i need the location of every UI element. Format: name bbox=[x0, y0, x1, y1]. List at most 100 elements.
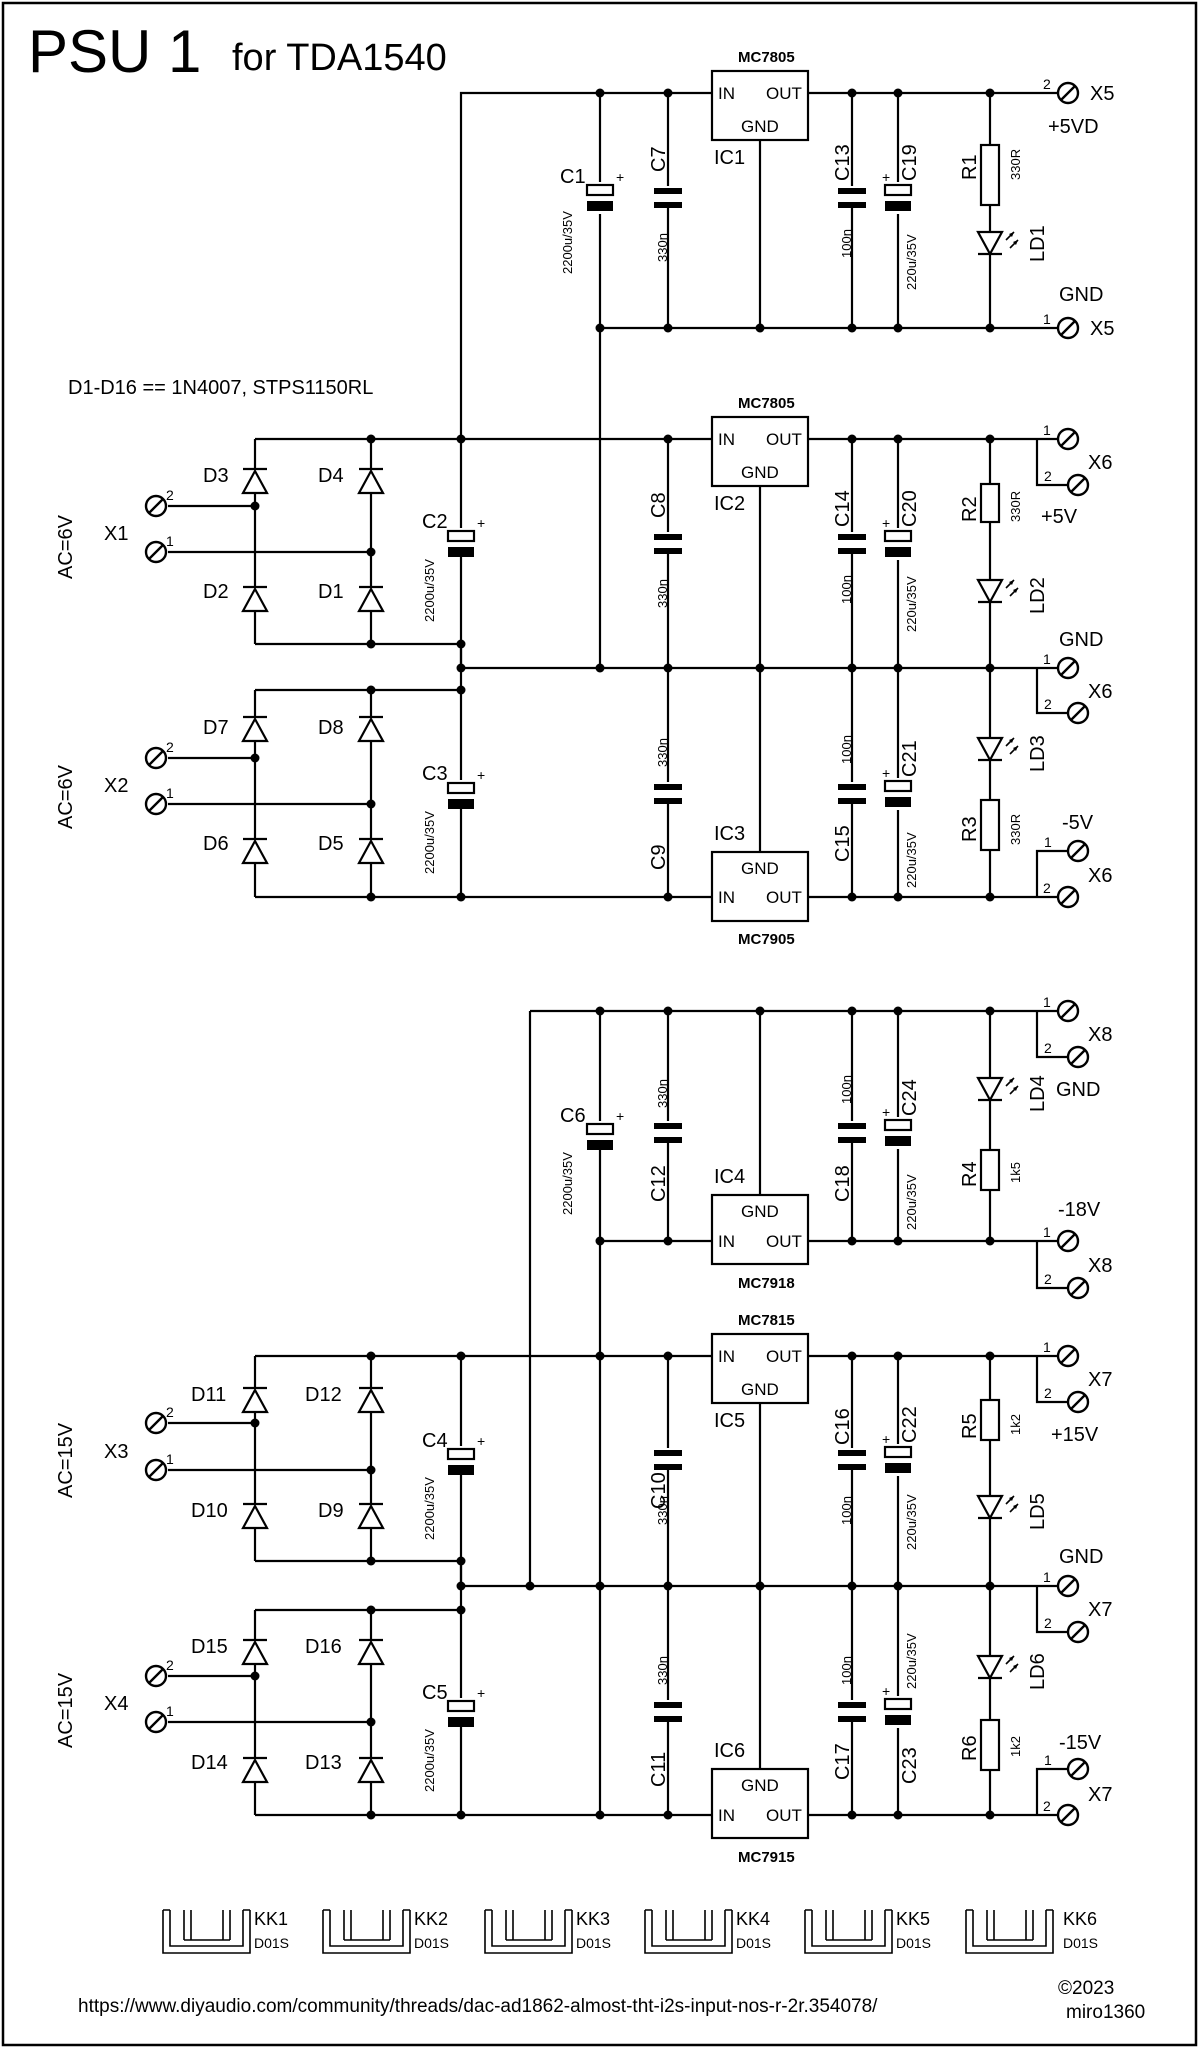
led-ref: LD3 bbox=[1027, 735, 1049, 772]
capacitor-ref: C6 bbox=[560, 1105, 586, 1127]
ac-voltage-label: AC=15V bbox=[55, 1422, 77, 1498]
diode-label: D8 bbox=[318, 717, 344, 739]
capacitor-value: 2200u/35V bbox=[422, 811, 437, 874]
capacitor-ref: C9 bbox=[648, 844, 670, 870]
terminal-x3-2 bbox=[144, 1411, 168, 1435]
capacitor-ref: C23 bbox=[899, 1747, 921, 1784]
regulator-ic6: GND IN OUT MC7915 IC6 bbox=[710, 1740, 810, 1866]
heatsink-type: D01S bbox=[896, 1935, 931, 1951]
resistor-ref: R1 bbox=[959, 154, 981, 180]
regulator-ic4: GND IN OUT MC7918 IC4 bbox=[710, 1166, 810, 1292]
resistor-value: 1k2 bbox=[1008, 1736, 1023, 1757]
capacitor-value: 100n bbox=[839, 735, 854, 764]
heatsink-ref: KK2 bbox=[414, 1909, 448, 1929]
diode-d4 bbox=[357, 467, 385, 495]
input-connector-label: X3 bbox=[104, 1441, 128, 1463]
ac-voltage-label: AC=6V bbox=[55, 764, 77, 829]
diode-label: D12 bbox=[305, 1384, 342, 1406]
author: miro1360 bbox=[1066, 2002, 1145, 2023]
regulator-ic2: IN OUT GND MC7805 IC2 bbox=[710, 395, 810, 515]
regulator-ic1: IN OUT GND MC7805 IC1 bbox=[710, 49, 810, 169]
input-labels: X1 X2 X3 X4 AC=6V AC=6V AC=15V AC=15V bbox=[55, 514, 128, 1748]
capacitor-c3: + bbox=[446, 767, 485, 809]
capacitor-ref: C21 bbox=[899, 740, 921, 777]
terminal-x1-2 bbox=[144, 494, 168, 518]
resistor-ref: R5 bbox=[959, 1413, 981, 1439]
diode-label: D13 bbox=[305, 1752, 342, 1774]
regulator-part: MC7815 bbox=[738, 1312, 795, 1329]
regulator-ref: IC2 bbox=[714, 493, 745, 515]
output-net-label: GND bbox=[1059, 284, 1103, 306]
heatsink-kk3: KK3 D01S bbox=[484, 1909, 611, 1954]
led-ref: LD5 bbox=[1027, 1493, 1049, 1530]
diode-d9 bbox=[357, 1502, 385, 1530]
capacitor-c15 bbox=[838, 784, 866, 804]
svg-text:+: + bbox=[477, 1685, 485, 1701]
diode-d14 bbox=[241, 1756, 269, 1784]
capacitor-value: 220u/35V bbox=[904, 832, 919, 888]
capacitor-c21: + bbox=[882, 765, 913, 807]
diode-d13 bbox=[357, 1756, 385, 1784]
heatsink-ref: KK6 bbox=[1063, 1909, 1097, 1929]
diode-label: D5 bbox=[318, 833, 344, 855]
svg-text:2: 2 bbox=[1043, 880, 1051, 896]
heatsink-kk2: KK2 D01S bbox=[322, 1909, 449, 1954]
regulator-ref: IC4 bbox=[714, 1166, 745, 1188]
svg-text:2: 2 bbox=[166, 487, 174, 503]
output-connector: X8 bbox=[1088, 1255, 1112, 1277]
capacitor-value: 330n bbox=[655, 579, 670, 608]
heatsink-kk4: KK4 D01S bbox=[644, 1909, 771, 1954]
regulator-part: MC7905 bbox=[738, 931, 795, 948]
svg-text:GND: GND bbox=[741, 1202, 779, 1221]
svg-text:2: 2 bbox=[1043, 1798, 1051, 1814]
led-ld3 bbox=[976, 736, 1020, 762]
ac-voltage-label: AC=15V bbox=[55, 1672, 77, 1748]
svg-text:+: + bbox=[882, 765, 890, 781]
input-pin-numbers: 21 21 21 21 bbox=[166, 487, 174, 1719]
svg-text:2: 2 bbox=[1044, 468, 1052, 484]
capacitor-ref: C2 bbox=[422, 511, 448, 533]
heatsink-ref: KK3 bbox=[576, 1909, 610, 1929]
diode-label: D7 bbox=[203, 717, 229, 739]
led-ref: LD1 bbox=[1027, 225, 1049, 262]
output-connector: X6 bbox=[1088, 865, 1112, 887]
output-net-label: GND bbox=[1059, 1546, 1103, 1568]
svg-text:IN: IN bbox=[718, 888, 735, 907]
capacitor-c10 bbox=[654, 1450, 682, 1470]
diode-label: D11 bbox=[191, 1384, 226, 1406]
led-ld5 bbox=[976, 1494, 1020, 1520]
heatsink-type: D01S bbox=[1063, 1935, 1098, 1951]
resistor-r3 bbox=[979, 798, 1001, 852]
output-net-label: GND bbox=[1059, 629, 1103, 651]
svg-text:+: + bbox=[882, 1683, 890, 1699]
svg-text:OUT: OUT bbox=[766, 888, 802, 907]
capacitor-c23: + bbox=[882, 1683, 913, 1725]
input-connector-label: X4 bbox=[104, 1693, 128, 1715]
svg-text:1: 1 bbox=[166, 533, 174, 549]
svg-text:2: 2 bbox=[1044, 1615, 1052, 1631]
svg-text:GND: GND bbox=[741, 859, 779, 878]
svg-text:OUT: OUT bbox=[766, 1806, 802, 1825]
capacitor-value: 330n bbox=[655, 1496, 670, 1525]
svg-text:1: 1 bbox=[1043, 311, 1051, 327]
diode-symbols bbox=[241, 467, 385, 1784]
svg-text:2: 2 bbox=[1043, 76, 1051, 92]
capacitor-ref: C24 bbox=[899, 1079, 921, 1116]
copyright: ©2023 bbox=[1058, 1978, 1114, 1999]
diode-d3 bbox=[241, 467, 269, 495]
svg-text:2: 2 bbox=[1044, 1040, 1052, 1056]
regulator-ic3: GND IN OUT MC7905 IC3 bbox=[710, 823, 810, 948]
capacitor-value: 220u/35V bbox=[904, 1633, 919, 1689]
svg-text:2: 2 bbox=[166, 1657, 174, 1673]
capacitor-value: 220u/35V bbox=[904, 1494, 919, 1550]
diode-label: D4 bbox=[318, 465, 344, 487]
output-connector-labels: X5 +5VD GND X5 X6 +5V GND X6 -5V X6 X8 G… bbox=[1041, 83, 1114, 1806]
capacitor-c17 bbox=[838, 1702, 866, 1722]
capacitor-value: 100n bbox=[839, 1496, 854, 1525]
output-connector-wires bbox=[1035, 91, 1068, 1817]
capacitor-c22: + bbox=[882, 1431, 913, 1473]
output-connector: X7 bbox=[1088, 1369, 1112, 1391]
svg-text:1: 1 bbox=[1043, 1339, 1051, 1355]
svg-text:2: 2 bbox=[1044, 696, 1052, 712]
